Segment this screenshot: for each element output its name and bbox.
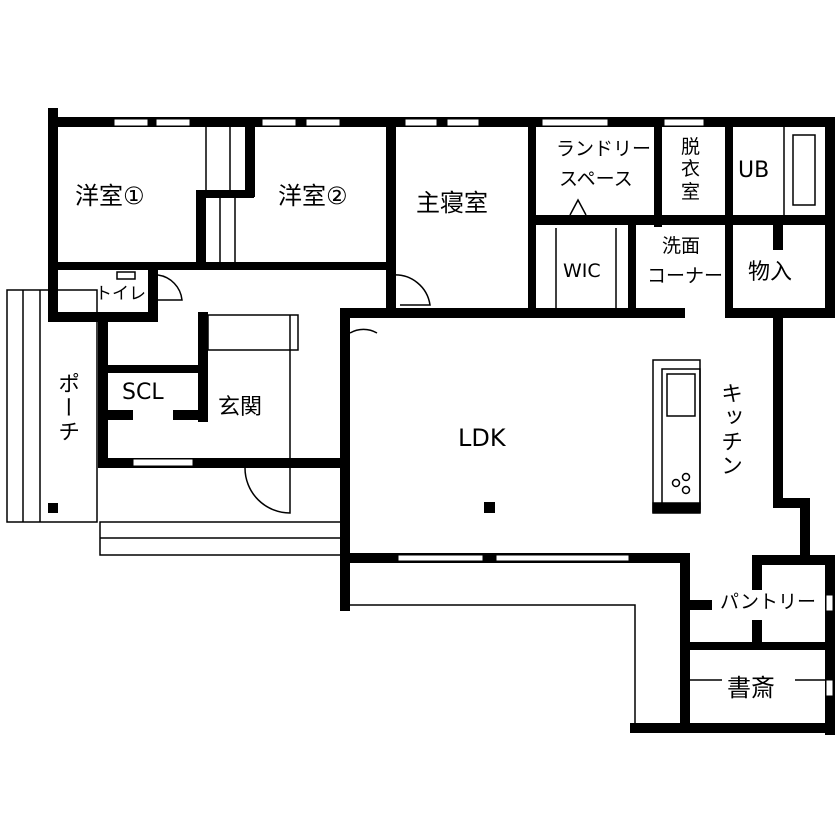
room-label-laundry-line2: スペース bbox=[559, 168, 633, 190]
room-label-washroom-line2: コーナー bbox=[647, 265, 724, 287]
room-label-porch: ポーチ bbox=[54, 372, 79, 444]
room-label-youshitsu2: 洋室② bbox=[278, 182, 348, 210]
room-label-youshitsu1: 洋室① bbox=[75, 182, 145, 210]
room-label-dressing-1: 脱 bbox=[681, 136, 701, 158]
room-label-dressing-2: 衣 bbox=[681, 158, 701, 180]
room-label-toilet: トイレ bbox=[95, 284, 146, 304]
room-label-scl: SCL bbox=[122, 380, 164, 405]
room-label-laundry-line1: ランドリー bbox=[556, 138, 652, 160]
room-label-pantry: パントリー bbox=[720, 591, 816, 613]
room-label-washroom-line1: 洗面 bbox=[662, 235, 701, 257]
room-label-storage: 物入 bbox=[748, 260, 793, 285]
windows bbox=[113, 118, 834, 697]
fixtures bbox=[116, 127, 825, 681]
room-label-study: 書斎 bbox=[727, 674, 775, 702]
room-label-ldk: LDK bbox=[458, 424, 506, 452]
room-label-kitchen: キッチン bbox=[717, 382, 742, 478]
exterior-deck-lines bbox=[6, 289, 636, 725]
room-label-wic: WIC bbox=[563, 260, 601, 282]
room-label-unit-bath: UB bbox=[738, 158, 770, 183]
room-label-entrance: 玄関 bbox=[218, 395, 263, 420]
room-label-dressing-3: 室 bbox=[681, 181, 701, 203]
room-label-master-bedroom: 主寝室 bbox=[416, 189, 488, 217]
